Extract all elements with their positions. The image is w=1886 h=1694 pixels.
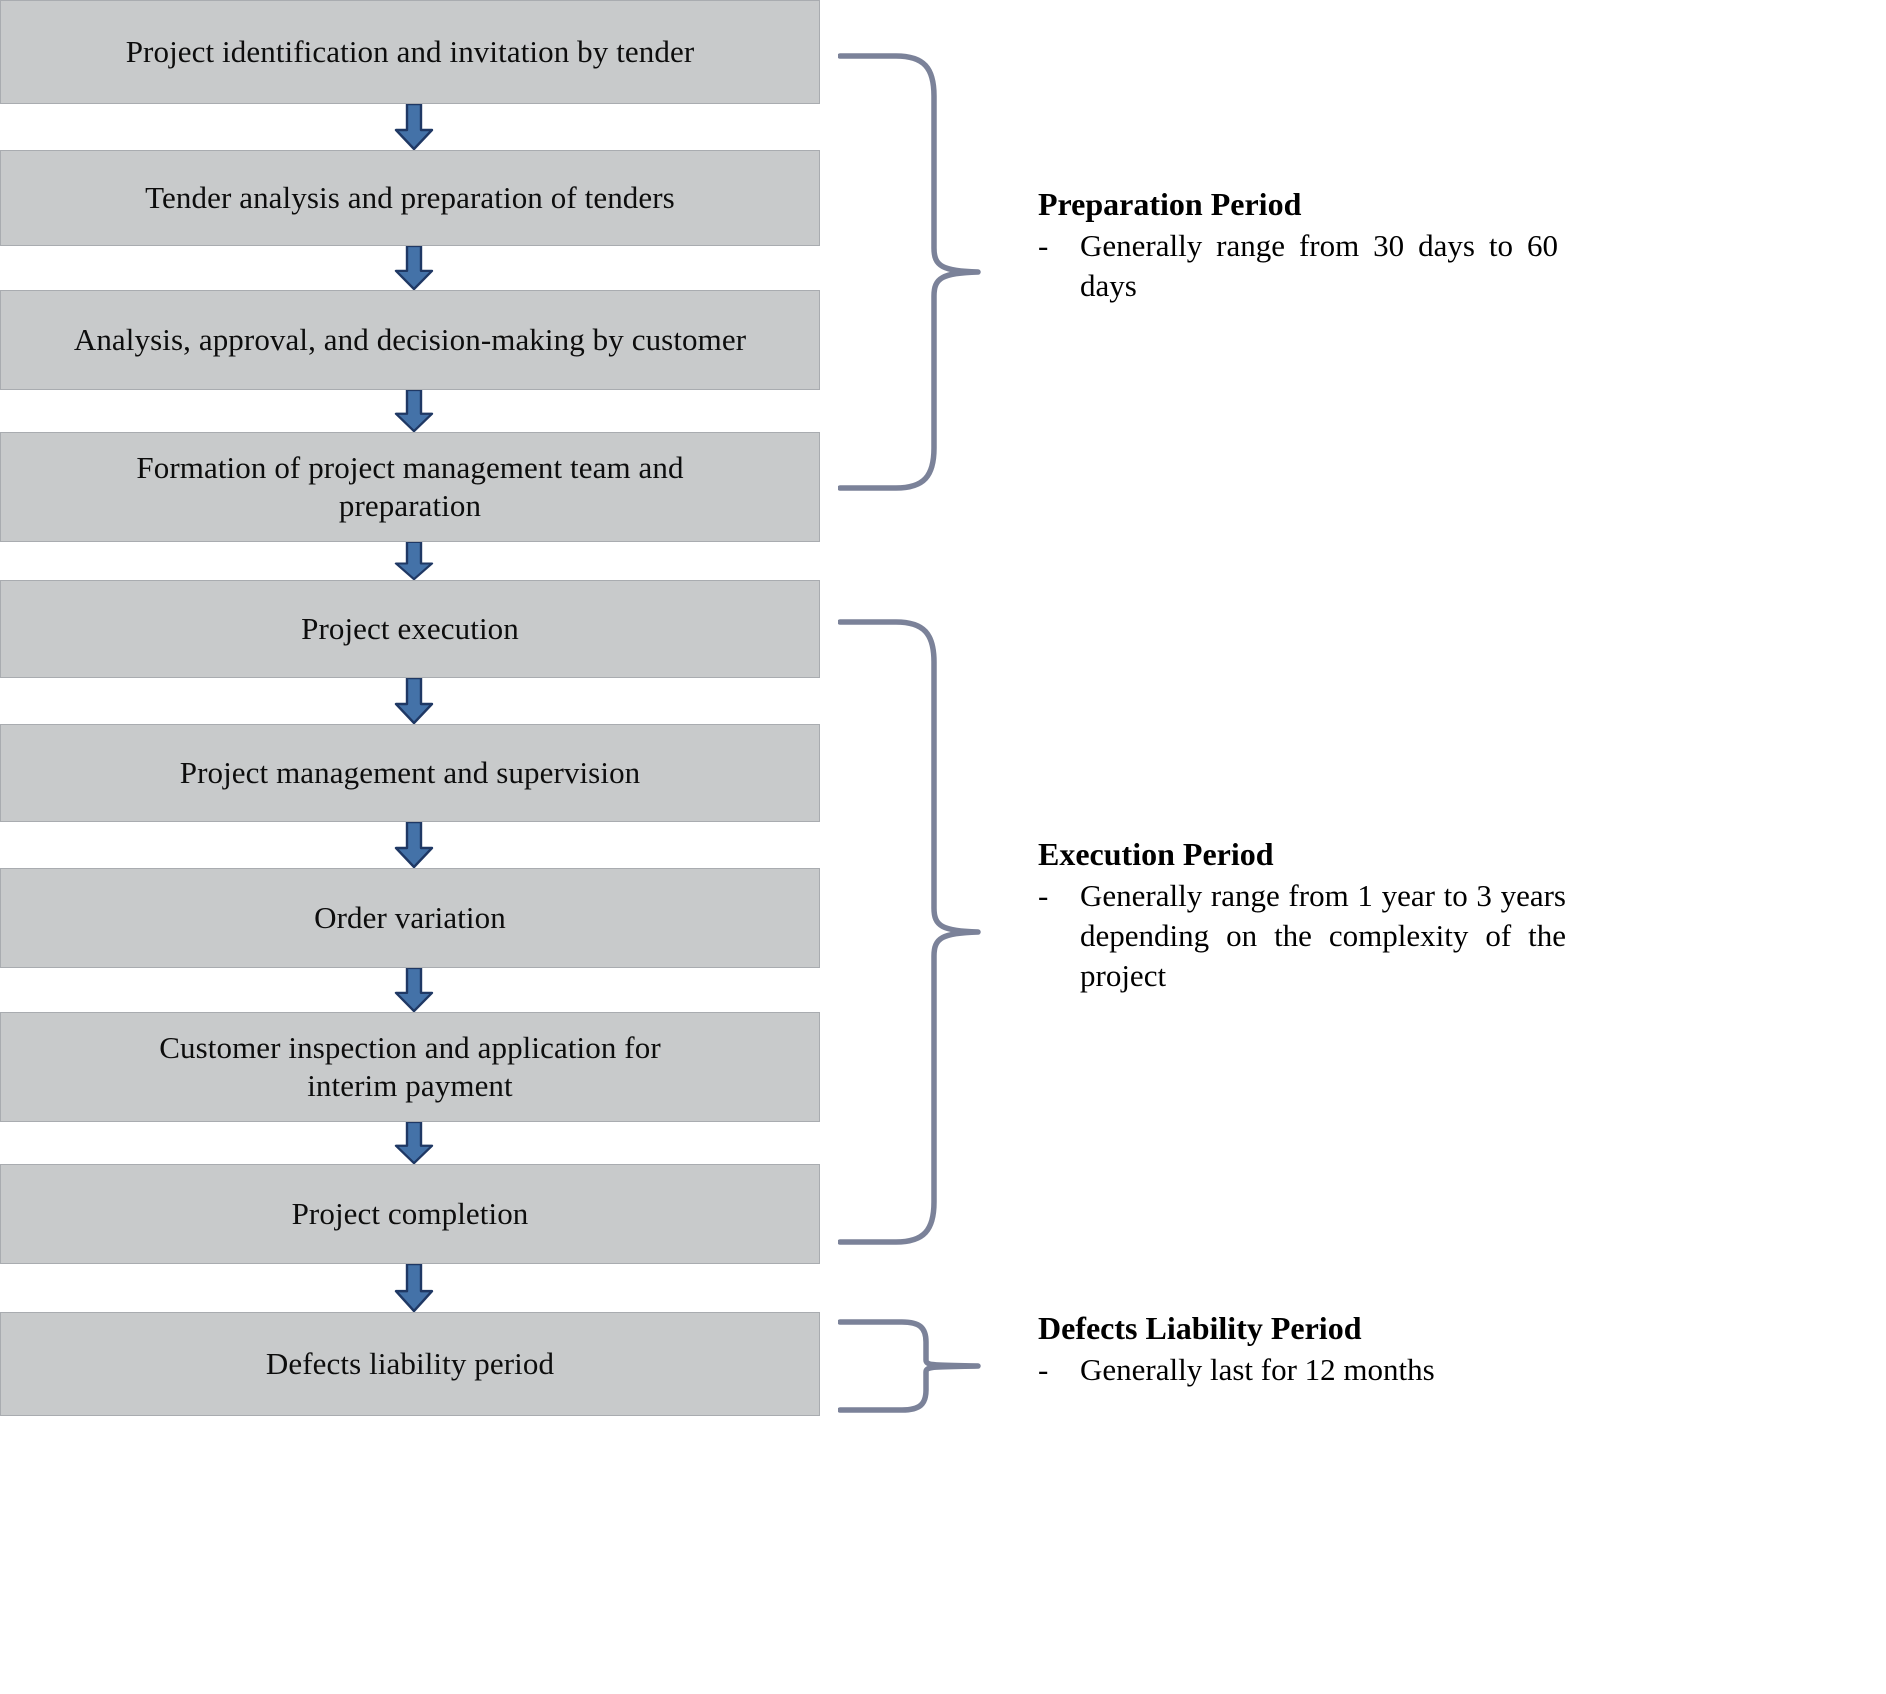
bullet-marker: - [1038,1351,1049,1387]
brace-defects-liability-icon [838,1318,998,1414]
phase-title: Defects Liability Period [1038,1310,1362,1346]
down-arrow-icon-1 [392,104,436,150]
phase-bullet: - Generally range from 30 days to 60 day… [1038,226,1578,307]
process-step-label-line2: preparation [338,488,482,523]
process-step-label: Order variation [314,900,506,936]
process-step-label: Customer inspection and application for … [141,1029,679,1105]
process-step-column: Project identification and invitation by… [0,0,822,1694]
process-step-box-10[interactable]: Defects liability period [0,1312,820,1416]
phase-title: Preparation Period [1038,186,1302,222]
down-arrow-icon-5 [392,678,436,724]
brace-execution-icon [838,618,998,1246]
process-step-label: Project management and supervision [179,755,641,791]
bullet-text: Generally range from 30 days to 60 days [1080,227,1558,304]
phase-title: Execution Period [1038,836,1274,872]
process-step-label-line1: Formation of project management team and [136,450,684,486]
down-arrow-icon-7 [392,968,436,1012]
process-step-label: Project identification and invitation by… [125,34,695,70]
process-step-box-9[interactable]: Project completion [0,1164,820,1264]
process-step-box-3[interactable]: Analysis, approval, and decision-making … [0,290,820,390]
down-arrow-icon-3 [392,390,436,432]
brace-preparation-icon [838,52,998,492]
phase-annotation-preparation: Preparation Period - Generally range fro… [1038,186,1578,306]
process-step-label-line2: interim payment [307,1068,513,1103]
bullet-marker: - [1038,877,1049,913]
process-step-box-2[interactable]: Tender analysis and preparation of tende… [0,150,820,246]
process-step-box-4[interactable]: Formation of project management team and… [0,432,820,542]
process-step-label-line1: Customer inspection and application for [159,1030,661,1066]
down-arrow-icon-8 [392,1122,436,1164]
process-step-label: Tender analysis and preparation of tende… [145,180,675,216]
process-step-box-8[interactable]: Customer inspection and application for … [0,1012,820,1122]
process-step-box-6[interactable]: Project management and supervision [0,724,820,822]
phase-annotation-execution: Execution Period - Generally range from … [1038,836,1598,997]
process-step-label: Analysis, approval, and decision-making … [73,322,747,358]
process-step-label: Project completion [291,1196,529,1232]
process-step-label: Defects liability period [265,1346,555,1382]
down-arrow-icon-9 [392,1264,436,1312]
phase-bullet: - Generally range from 1 year to 3 years… [1038,876,1598,997]
process-step-label: Project execution [301,611,519,647]
down-arrow-icon-6 [392,822,436,868]
bullet-marker: - [1038,227,1049,263]
process-step-label: Formation of project management team and… [118,449,701,525]
down-arrow-icon-4 [392,542,436,580]
phase-bullet: - Generally last for 12 months [1038,1350,1658,1390]
phase-annotation-defects-liability: Defects Liability Period - Generally las… [1038,1310,1658,1390]
bullet-text: Generally range from 1 year to 3 years d… [1080,877,1566,994]
process-step-box-1[interactable]: Project identification and invitation by… [0,0,820,104]
process-step-box-5[interactable]: Project execution [0,580,820,678]
process-step-box-7[interactable]: Order variation [0,868,820,968]
down-arrow-icon-2 [392,246,436,290]
bullet-text: Generally last for 12 months [1080,1351,1435,1387]
